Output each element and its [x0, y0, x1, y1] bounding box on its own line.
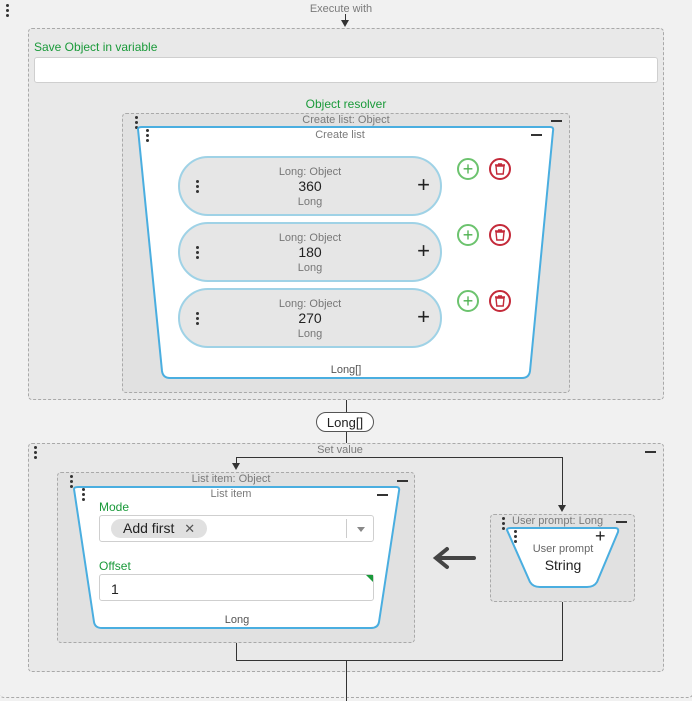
offset-label: Offset [99, 559, 131, 573]
user-prompt-menu-icon[interactable] [514, 530, 518, 545]
wire [562, 457, 563, 507]
item-sub-label: Long [297, 196, 323, 208]
offset-input[interactable]: 1 [99, 574, 374, 601]
list-item-collapse-icon[interactable] [377, 494, 388, 496]
item-menu-icon[interactable] [196, 312, 200, 327]
plus-icon[interactable]: + [417, 172, 430, 197]
list-item-menu-icon[interactable] [82, 488, 86, 503]
save-object-label: Save Object in variable [34, 40, 158, 54]
set-value-menu-icon[interactable] [34, 446, 38, 461]
user-prompt-title: User prompt [532, 543, 594, 555]
list-item-outer-collapse-icon[interactable] [397, 480, 408, 482]
add-item-icon[interactable]: + [457, 224, 479, 246]
create-list-title: Create list [315, 129, 365, 141]
mode-chip-label: Add first [123, 520, 175, 536]
add-item-icon[interactable]: + [457, 158, 479, 180]
mode-chip[interactable]: Add first ✕ [111, 519, 208, 538]
user-prompt-outer-collapse-icon[interactable] [616, 521, 627, 523]
wire-arrow [558, 505, 566, 512]
wire [346, 660, 347, 701]
create-list-output-type: Long[] [330, 364, 362, 376]
mode-select[interactable]: Add first ✕ [99, 515, 374, 542]
list-item-output-type: Long [224, 614, 250, 626]
modified-marker-icon [366, 575, 373, 582]
item-sub-label: Long [297, 328, 323, 340]
plus-icon[interactable]: + [595, 526, 606, 546]
item-type-label: Long: Object [278, 232, 342, 244]
list-item[interactable]: Long: Object 360 Long + [178, 156, 442, 216]
plus-icon[interactable]: + [417, 238, 430, 263]
wire [345, 14, 346, 22]
select-divider [346, 519, 347, 538]
item-value[interactable]: 360 [298, 178, 322, 194]
plus-icon[interactable]: + [417, 304, 430, 329]
execute-with-label: Execute with [309, 3, 373, 15]
connector-type-badge: Long[] [316, 412, 374, 432]
item-value[interactable]: 180 [298, 244, 322, 260]
delete-item-icon[interactable] [489, 290, 511, 312]
item-menu-icon[interactable] [196, 246, 200, 261]
list-item-title: List item [210, 488, 252, 500]
item-type-label: Long: Object [278, 298, 342, 310]
offset-value: 1 [111, 581, 119, 597]
arrow-left-icon [432, 547, 476, 569]
wire [562, 602, 563, 660]
wire [236, 643, 237, 660]
execute-with-menu-icon[interactable] [6, 4, 10, 19]
create-list-collapse-icon[interactable] [531, 134, 542, 136]
user-prompt-type[interactable]: String [544, 557, 582, 573]
item-sub-label: Long [297, 262, 323, 274]
create-list-menu-icon[interactable] [146, 129, 150, 144]
add-item-icon[interactable]: + [457, 290, 479, 312]
create-list-outer-caption: Create list: Object [302, 114, 390, 126]
create-list-outer-menu-icon[interactable] [135, 116, 139, 131]
delete-item-icon[interactable] [489, 158, 511, 180]
variable-name-input[interactable] [34, 57, 658, 83]
object-resolver-label: Object resolver [305, 97, 387, 111]
wire [236, 457, 237, 465]
wire [236, 660, 563, 661]
wire [346, 400, 347, 414]
user-prompt-outer-menu-icon[interactable] [502, 517, 506, 532]
delete-item-icon[interactable] [489, 224, 511, 246]
list-item[interactable]: Long: Object 270 Long + [178, 288, 442, 348]
list-item-outer-caption: List item: Object [191, 473, 271, 485]
wire-arrow [341, 20, 349, 27]
set-value-collapse-icon[interactable] [645, 451, 656, 453]
wire [346, 432, 347, 444]
item-menu-icon[interactable] [196, 180, 200, 195]
item-type-label: Long: Object [278, 166, 342, 178]
close-icon[interactable]: ✕ [184, 521, 196, 536]
wire-arrow [232, 463, 240, 470]
user-prompt-outer-caption: User prompt: Long [512, 515, 604, 527]
item-value[interactable]: 270 [298, 310, 322, 326]
create-list-outer-collapse-icon[interactable] [551, 120, 562, 122]
list-item[interactable]: Long: Object 180 Long + [178, 222, 442, 282]
user-prompt-shape [505, 527, 620, 588]
set-value-label: Set value [317, 444, 363, 456]
list-item-outer-menu-icon[interactable] [70, 475, 74, 490]
chevron-down-icon[interactable] [357, 527, 365, 532]
wire [236, 457, 563, 458]
mode-label: Mode [99, 500, 130, 514]
